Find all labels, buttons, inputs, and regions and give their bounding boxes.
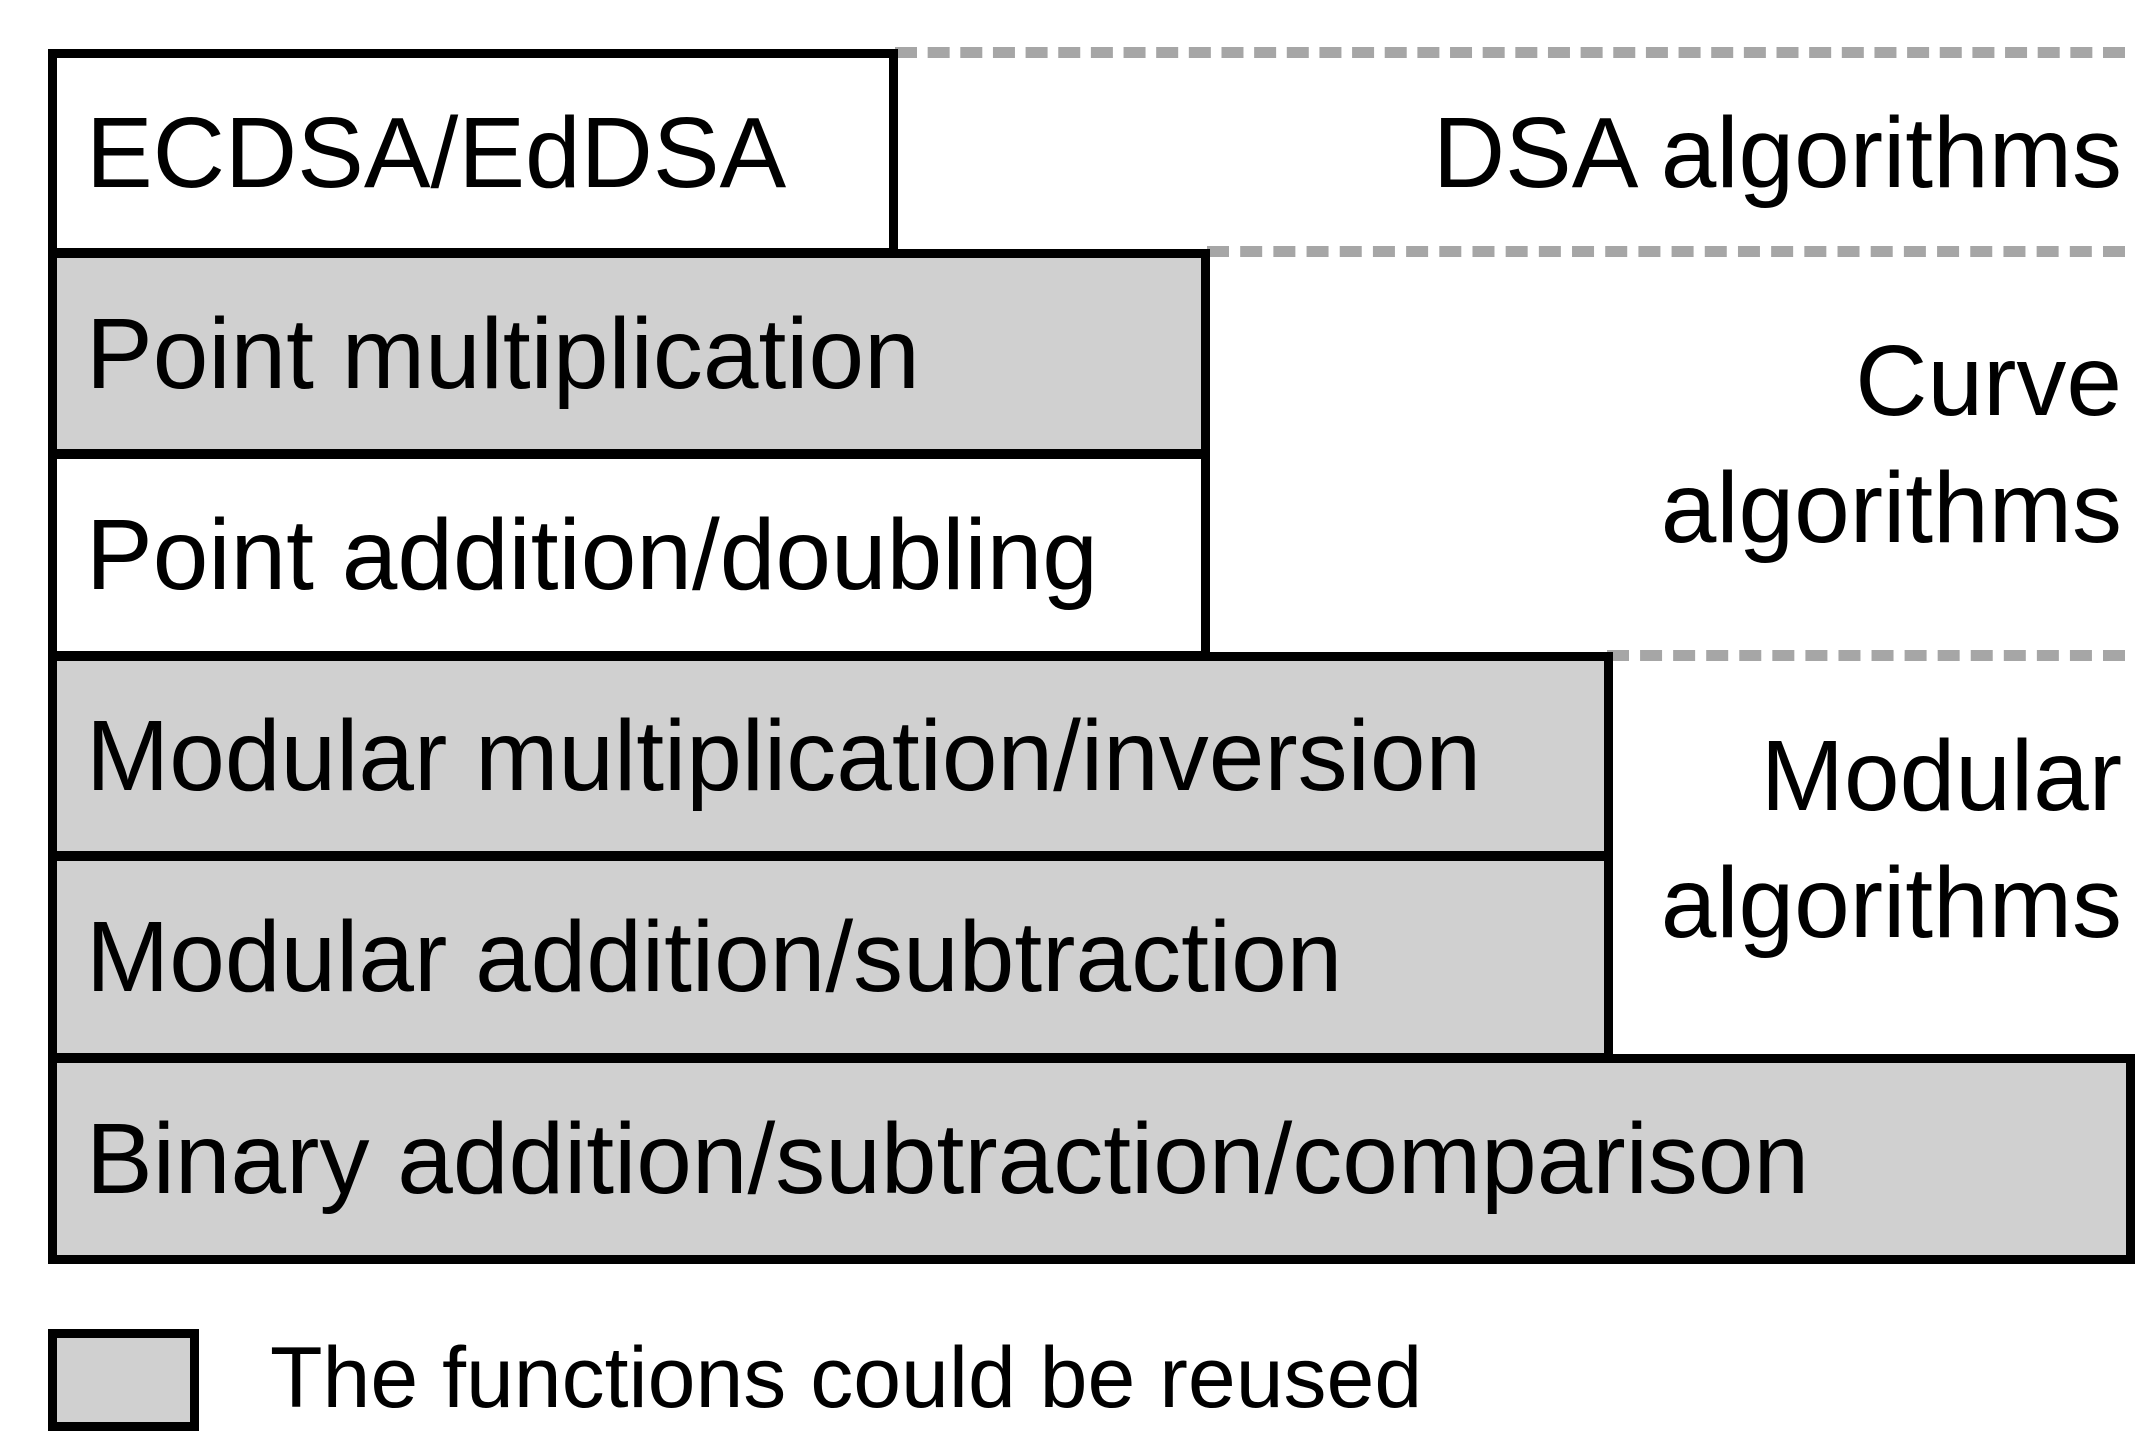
separator-dsa-curve	[1207, 246, 2125, 257]
layer-modular-addition-subtraction: Modular addition/subtraction	[48, 852, 1613, 1062]
layer-label: Binary addition/subtraction/comparison	[86, 1103, 1810, 1215]
layer-label: Point addition/doubling	[86, 499, 1098, 611]
layer-binary-addition-subtraction-comparison: Binary addition/subtraction/comparison	[48, 1054, 2135, 1264]
legend-label: The functions could be reused	[270, 1330, 1423, 1426]
legend-swatch	[48, 1329, 199, 1431]
category-modular-algorithms: Modular algorithms	[1661, 713, 2122, 967]
layer-label: Modular addition/subtraction	[86, 901, 1343, 1013]
category-line: Modular	[1760, 720, 2122, 832]
separator-top	[895, 47, 2125, 58]
layer-point-multiplication: Point multiplication	[48, 249, 1210, 458]
separator-curve-modular	[1607, 650, 2125, 661]
category-line: algorithms	[1660, 847, 2122, 959]
layer-point-addition-doubling: Point addition/doubling	[48, 450, 1210, 660]
category-line: algorithms	[1660, 452, 2122, 564]
layer-modular-multiplication-inversion: Modular multiplication/inversion	[48, 652, 1613, 860]
category-dsa-algorithms: DSA algorithms	[1433, 90, 2122, 217]
layer-ecdsa-eddsa: ECDSA/EdDSA	[48, 49, 898, 257]
layer-label: Modular multiplication/inversion	[86, 700, 1482, 812]
layer-label: ECDSA/EdDSA	[86, 97, 787, 209]
layer-label: Point multiplication	[86, 297, 920, 410]
category-curve-algorithms: Curve algorithms	[1661, 318, 2122, 572]
category-line: DSA algorithms	[1432, 97, 2122, 209]
category-line: Curve	[1855, 325, 2122, 437]
